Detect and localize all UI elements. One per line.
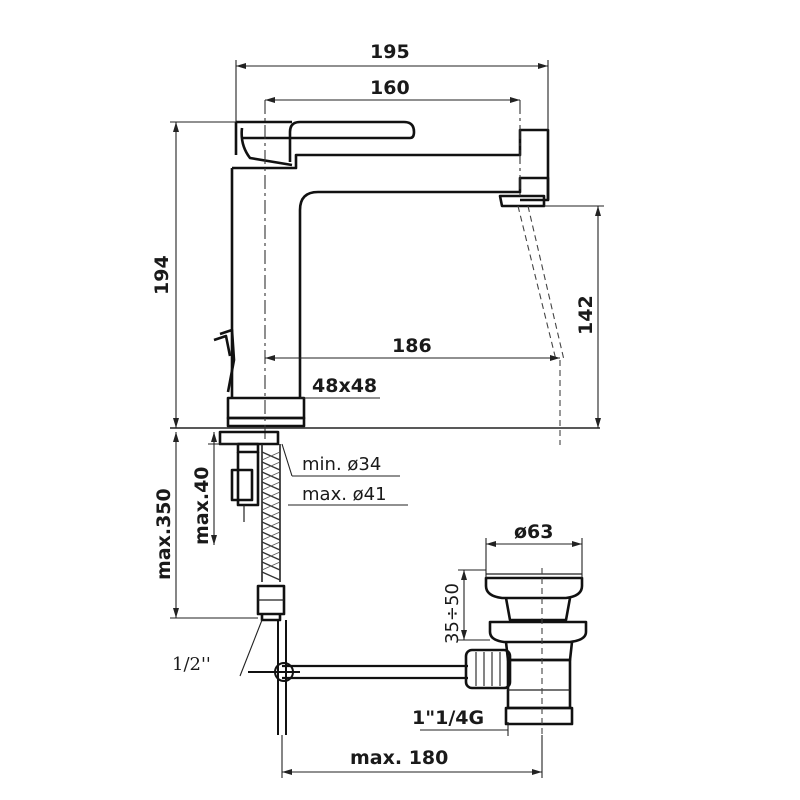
water-stream	[517, 205, 565, 361]
label-195: 195	[370, 41, 410, 63]
faucet-body	[213, 120, 550, 428]
label-thread: 1"1/4G	[412, 707, 484, 729]
label-max-350: max.350	[153, 488, 175, 580]
label-half-inch: 1/2''	[172, 654, 211, 675]
label-diameter-63: ø63	[514, 521, 554, 543]
label-160: 160	[370, 77, 410, 99]
pull-rod	[248, 620, 468, 735]
dimension-arrows	[173, 63, 601, 775]
label-hole-min: min. ø34	[302, 454, 381, 475]
dimension-lines	[170, 60, 604, 778]
lever-handle	[242, 120, 416, 162]
rod-connector	[464, 648, 512, 690]
label-max-180: max. 180	[350, 747, 448, 769]
label-hole-max: max. ø41	[302, 484, 387, 505]
pop-up-waste	[464, 568, 588, 735]
label-142: 142	[575, 295, 597, 335]
base-flange	[226, 396, 306, 420]
side-lever	[219, 328, 236, 393]
label-186: 186	[392, 335, 432, 357]
waste-cap	[484, 576, 584, 600]
label-48x48: 48x48	[312, 375, 377, 397]
fixing-assembly	[218, 430, 286, 622]
label-194: 194	[151, 255, 173, 295]
label-max-40: max.40	[191, 466, 213, 545]
braided-hose	[261, 444, 281, 582]
label-35-50: 35÷50	[442, 583, 463, 644]
